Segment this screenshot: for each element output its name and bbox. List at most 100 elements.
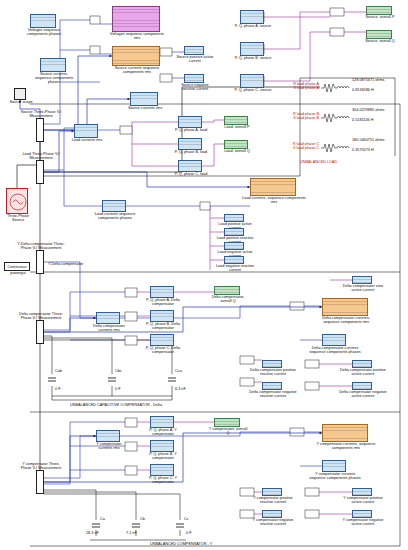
block-label: P, Q, phase B, source [233, 56, 273, 60]
block-caption: Load currents sequence components phases [91, 212, 139, 220]
block-caption: Source, overall P [361, 15, 399, 19]
block-label: R load phase A [285, 82, 319, 86]
display-block: Y compensator negative active current [352, 510, 372, 518]
block-label: Delta compensator zero active current [338, 284, 388, 292]
display-block: Load currents sequence components phases [102, 200, 126, 212]
block-caption: Load currents, sequence components rms [242, 196, 306, 204]
block-caption: Voltages sequence components phases [24, 28, 64, 36]
annotation-text: Ca [100, 517, 112, 521]
function-block [305, 510, 319, 518]
block-label: Y compensator Three-Phase V-I Measuremen… [17, 462, 65, 470]
display-block: Source positive active current [184, 46, 204, 55]
rms-block [120, 126, 132, 134]
block-label: P, Q, phase A, Delta compensator [141, 298, 185, 306]
frame-wire [30, 104, 400, 546]
block-label: Load, overall Q [219, 149, 255, 153]
display-block: P, Q, phase C, source [240, 74, 264, 88]
pq-block [125, 336, 137, 345]
block-label: Source currents, sequence components pha… [32, 72, 76, 84]
block-label: Y compensator currents sequence componen… [307, 472, 363, 480]
block-label: Source, overall P [361, 15, 399, 19]
frame-wire [30, 412, 400, 413]
block-label: Load currents, sequence components rms [242, 196, 306, 204]
source-block: Three-Phase Source [6, 188, 28, 214]
signal-wire [137, 422, 214, 470]
block-label: Load negative reactive current [213, 264, 257, 272]
block-label: Delta compensator positive reactive curr… [248, 368, 298, 376]
display-block: Load, overall P [224, 116, 248, 125]
function-block [90, 46, 100, 54]
measurement-block: Delta compensator Three-Phase V-I Measur… [36, 320, 44, 344]
block-caption: Three-Phase Source [2, 214, 34, 222]
block-label: X load phase C [285, 146, 319, 150]
block-label: Delta compensator positive active curren… [338, 368, 388, 376]
block-label: P, Q, phase C, load [169, 172, 213, 176]
display-block: Delta compensator negative reactive curr… [262, 382, 282, 390]
pq-block [125, 418, 137, 427]
display-block: Delta compensator currents, sequence com… [322, 298, 368, 316]
parameter-value: 128.0871671 ohms [352, 78, 404, 82]
block-caption: Source currents sequence components rms [107, 66, 167, 74]
block-caption: Voltages sequence components rms [107, 32, 167, 40]
parameter-value: 0.8134586 H [352, 88, 404, 92]
block-caption: P, Q, phase B, load [169, 150, 213, 154]
frame-wire [30, 272, 400, 273]
block-label: Source positive active current [175, 55, 215, 63]
block-label: Source, overall Q [361, 39, 399, 43]
block-caption: Delta compensator currents, sequence com… [314, 316, 378, 324]
display-block: P, Q, phase B, Y compensator [150, 440, 174, 452]
block-caption: Y compensator positive active current [338, 496, 388, 504]
block-label: P, Q, phase B, Y compensator [141, 452, 185, 460]
block-label: P, Q, phase A, Y compensator [141, 428, 185, 436]
block-caption: Load, overall Q [219, 149, 255, 153]
block-label: Load Three-Phase V-I Measurement [18, 152, 64, 160]
block-label: Y compensator, overall Q [208, 427, 248, 435]
display-block: Delta compensator currents sequence comp… [322, 334, 346, 346]
block-label: X load phase A [285, 86, 319, 90]
display-block: Y compensator currents sequence componen… [322, 460, 346, 472]
block-label: powergui [3, 271, 33, 275]
block-caption: Source, overall Q [361, 39, 399, 43]
resistor-symbol [321, 144, 337, 152]
block-caption: Y-Delta compensator Three-Phase V-I Meas… [17, 242, 65, 250]
measurement-block: Y compensator Three-Phase V-I Measuremen… [36, 470, 44, 494]
signal-connector [44, 131, 74, 172]
block-caption: Delta compensator currents sequence comp… [307, 346, 363, 354]
block-caption: P, Q, phase A, Delta compensator [141, 298, 185, 306]
display-block: Load currents, sequence components rms [250, 178, 296, 196]
block-label: Y compensator currents rms [89, 442, 129, 450]
parameter-value: 0 F [186, 531, 202, 535]
bus-wire [100, 24, 112, 54]
function-block [290, 428, 304, 436]
source-circle [10, 194, 26, 210]
load-wire [44, 78, 395, 176]
block-text: Continuous [5, 263, 29, 270]
source-symbol [7, 189, 29, 215]
bus-wire [64, 170, 250, 206]
annotation-text: UNBALANCED CAPACITIVE COMPENSATOR - Delt… [70, 403, 200, 407]
display-block: Y compensator negative reactive current [262, 510, 282, 518]
block-label: Delta compensator negative reactive curr… [248, 390, 298, 398]
display-block: Source currents rms [130, 92, 158, 106]
display-block: Delta compensator zero active current [352, 276, 372, 284]
function-block [240, 356, 254, 364]
annotation-text: Cb [140, 517, 152, 521]
block-label: P, Q, phase B, load [169, 150, 213, 154]
block-label: Delta compensator currents rms [89, 324, 129, 332]
display-block: Y compensator currents rms [96, 430, 120, 442]
display-block: Source, overall P [366, 6, 392, 15]
block-caption: P, Q, phase B, source [233, 56, 273, 60]
block-caption: Y compensator, overall Q [208, 427, 248, 435]
block-label: Voltages sequence components rms [107, 32, 167, 40]
display-block: Source, overall Q [366, 30, 392, 39]
block-label: Delta compensator currents sequence comp… [307, 346, 363, 354]
annotation-text: UNBALANCED LOAD [300, 160, 350, 164]
block-caption: Delta compensator positive reactive curr… [248, 368, 298, 376]
capacitor-symbol [92, 524, 100, 527]
block-caption: Source Three-Phase V-I Measurement [18, 110, 64, 118]
block-label: Y compensator negative active current [338, 518, 388, 526]
inductor-symbol [337, 117, 349, 119]
capacitor-symbol [48, 378, 56, 381]
block-label: P, Q, phase C, Delta compensator [141, 346, 185, 354]
